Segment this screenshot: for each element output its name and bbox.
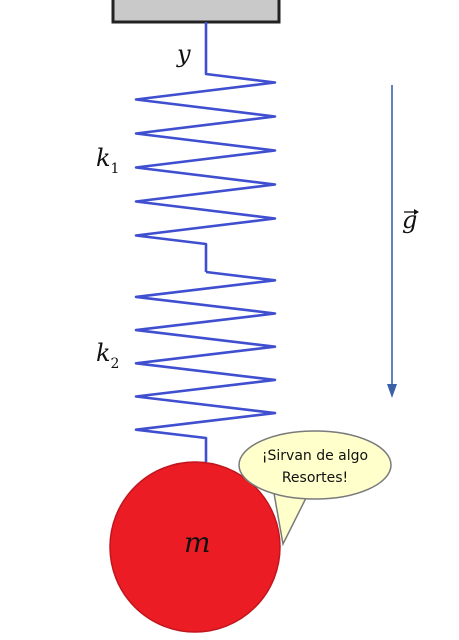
ceiling-support (111, 0, 281, 24)
gravity-arrow-head (387, 384, 397, 398)
spring2-label: k2 (96, 339, 119, 372)
spring1-label: k1 (96, 144, 119, 177)
spring2-subscript: 2 (111, 356, 120, 372)
mass-ball (109, 461, 281, 633)
spring1-symbol: k (96, 144, 111, 172)
speech-bubble-line1: ¡Sirvan de algo (262, 448, 368, 464)
spring1-subscript: 1 (111, 161, 120, 177)
speech-bubble (238, 430, 392, 500)
speech-bubble-line2: Resortes! (282, 470, 348, 486)
vector-arrow-icon-head (414, 209, 419, 215)
speech-bubble-seam (273, 476, 311, 486)
displacement-label-y: y (176, 40, 191, 68)
spring-k2 (134, 270, 277, 462)
spring-k1 (134, 22, 277, 272)
mass-label: m (184, 526, 211, 559)
spring2-symbol: k (96, 339, 111, 367)
gravity-label: g (402, 206, 417, 234)
